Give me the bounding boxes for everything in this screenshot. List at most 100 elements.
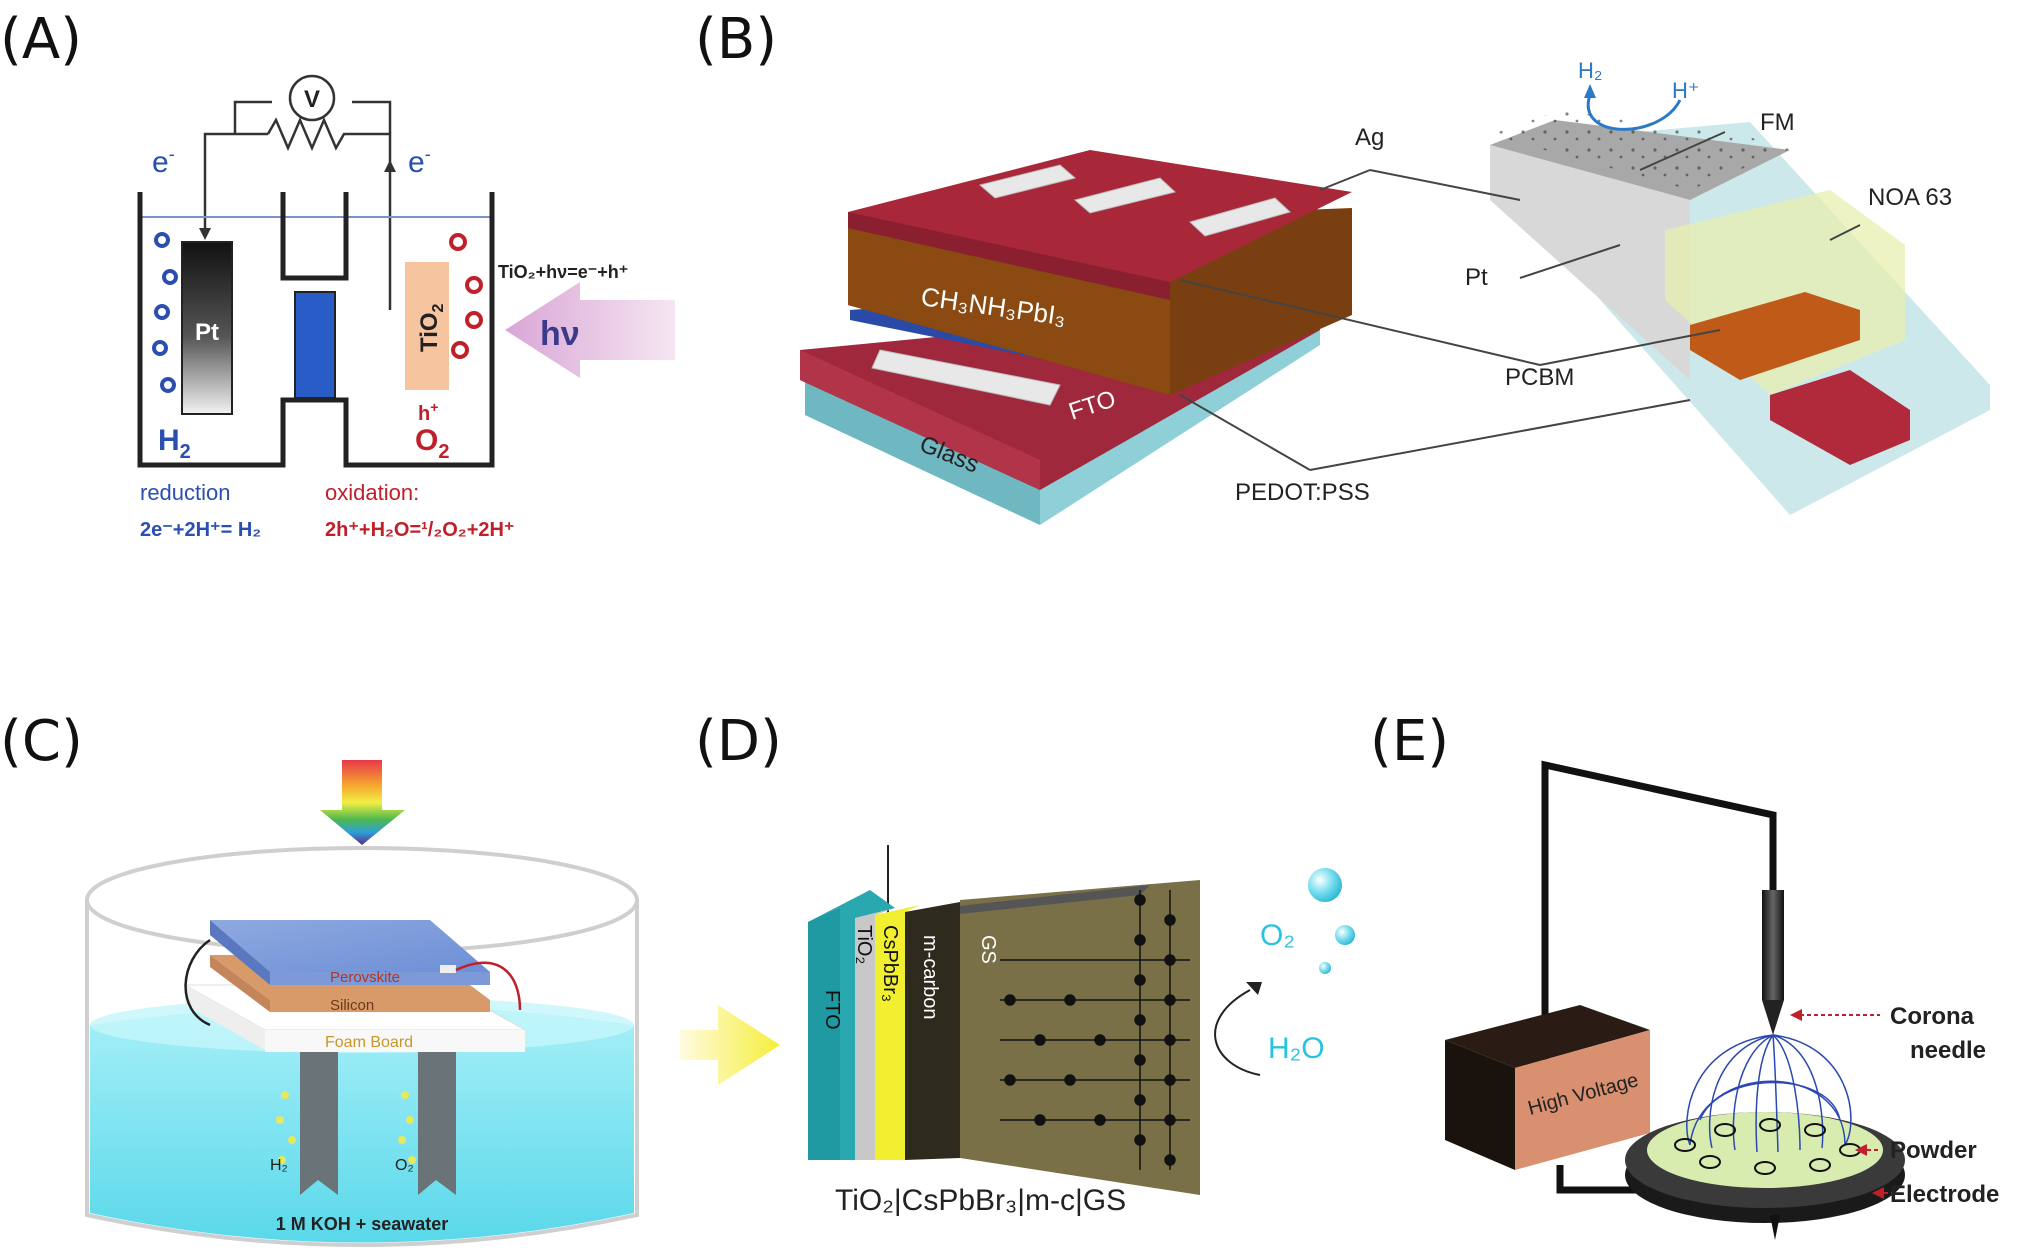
- panel-a-letter: (A): [0, 7, 82, 72]
- electrode-label: Electrode: [1890, 1181, 1999, 1208]
- fto-front: [800, 350, 1040, 490]
- panel-d: (D) FTO TiO₂ CsPbBr₃ m-carbon: [680, 709, 1355, 1217]
- perovskite-side: [210, 920, 270, 985]
- pcbm-top: [848, 150, 1352, 282]
- panel-c: (C) Foam Board Silicon Perovskite H₂ O₂ …: [0, 709, 639, 1247]
- m-carbon-label: m-carbon: [919, 935, 941, 1019]
- noa-label: NOA 63: [1868, 184, 1952, 211]
- panel-a: (A) V e- e- Pt TiO2 h+ TiO₂+hν=e⁻+h⁺ hν: [0, 7, 675, 541]
- gs-label: GS: [977, 935, 999, 964]
- hole-label: h+: [418, 399, 438, 425]
- anode-electrode: [418, 1052, 456, 1195]
- tio2-label: TiO₂: [853, 925, 875, 964]
- o2-label: O₂: [1260, 919, 1295, 952]
- light-label: hν: [540, 315, 580, 353]
- hv-box-side: [1445, 1040, 1515, 1170]
- membrane: [294, 291, 336, 399]
- pcbm-right: [1690, 292, 1860, 380]
- hv-wire-bottom: [1556, 1165, 1645, 1194]
- ag-strip-2: [1073, 177, 1177, 214]
- cathode-electrode: [300, 1052, 338, 1195]
- fm-label: FM: [1760, 109, 1795, 136]
- foam-board-label: Foam Board: [325, 1034, 413, 1051]
- pedot-label: PEDOT:PSS: [1235, 479, 1370, 506]
- foam-board-front: [265, 1030, 525, 1052]
- gas-bubbles: [276, 1091, 416, 1164]
- panel-d-letter: (D): [695, 709, 782, 774]
- corona-label-1: Corona: [1890, 1003, 1975, 1030]
- silicon-front: [270, 1000, 490, 1012]
- tio2-reaction-equation: TiO₂+hν=e⁻+h⁺: [498, 262, 628, 282]
- tio2-electrode: [405, 262, 449, 390]
- perovskite-front: [848, 228, 1170, 395]
- o2-label: O₂: [395, 1157, 414, 1174]
- electron-right-label: e-: [408, 144, 431, 179]
- leader-lines: [1179, 131, 1861, 471]
- ag-strip-3: [1189, 197, 1291, 237]
- gs-top: [905, 885, 1150, 915]
- silicon-label: Silicon: [330, 997, 374, 1014]
- corona-needle: [1762, 890, 1784, 1000]
- voltmeter-icon: [288, 74, 336, 122]
- h2-arrow-icon: [1584, 84, 1596, 98]
- oxidation-title: oxidation:: [325, 480, 419, 505]
- sunlight-arrow-icon: [320, 760, 405, 845]
- electric-field-lines: [1686, 1034, 1852, 1153]
- foam-board-side: [185, 985, 265, 1050]
- h2o-label: H₂O: [1268, 1032, 1325, 1065]
- electrolyte: [90, 1005, 634, 1243]
- pointer-powder-icon: [1855, 1144, 1867, 1156]
- wire-black: [184, 938, 211, 1027]
- circuit-wire-left: [203, 132, 268, 235]
- ag-label: Ag: [1355, 124, 1384, 151]
- contact-pad: [440, 965, 456, 973]
- perovskite-label: Perovskite: [330, 969, 400, 986]
- panel-b-letter: (B): [695, 7, 777, 72]
- electron-left-label: e-: [152, 144, 175, 179]
- ag-contact-bottom: [871, 349, 1061, 406]
- pt-side: [1490, 145, 1690, 380]
- arrow-down-icon: [199, 228, 211, 240]
- arrow-up-icon: [384, 160, 396, 172]
- h2-label: H₂: [270, 1157, 288, 1174]
- voltmeter-label: V: [304, 86, 320, 113]
- circuit-wire-right: [352, 132, 392, 310]
- cell-divider-top: [280, 192, 349, 281]
- beaker-wall: [85, 900, 639, 1247]
- charged-particles: [1674, 1118, 1861, 1175]
- pointer-electrode-icon: [1872, 1187, 1884, 1199]
- m-carbon-layer: [905, 902, 960, 1160]
- pcbm-front: [848, 212, 1170, 300]
- h2-bubbles: [152, 232, 178, 393]
- pt-electrode: [181, 241, 233, 415]
- electrolyte-label: 1 M KOH + seawater: [276, 1214, 449, 1234]
- o2-label: O2: [415, 424, 449, 463]
- panel-c-letter: (C): [0, 709, 83, 774]
- cspbbr3-label: CsPbBr₃: [879, 925, 901, 1002]
- reduction-equation: 2e⁻+2H⁺= H₂: [140, 519, 261, 541]
- cspbbr3-layer: [875, 905, 920, 1160]
- pointer-corona-icon: [1790, 1009, 1802, 1021]
- h2-label: H2: [158, 424, 191, 463]
- circuit-wire-top-right: [352, 100, 392, 134]
- o2-bubbles: [449, 233, 483, 359]
- bubble-medium-icon: [1335, 925, 1355, 945]
- pt-label: Pt: [1465, 264, 1488, 291]
- silicon-side: [210, 955, 270, 1012]
- graphene-lattice: [1000, 890, 1190, 1170]
- resistor-icon: [266, 116, 352, 152]
- fto-front: [808, 908, 840, 1160]
- bubble-large-icon: [1308, 868, 1342, 902]
- light-arrow-icon: [505, 282, 675, 378]
- perovskite-top: [210, 920, 490, 972]
- pt-electrode-label: Pt: [195, 319, 219, 346]
- cell-outline: [137, 192, 495, 468]
- reaction-arrow: [1214, 989, 1261, 1076]
- fto-right: [1770, 370, 1910, 465]
- wire-red: [455, 961, 522, 1011]
- powder-label: Powder: [1890, 1137, 1977, 1164]
- tio2-layer: [855, 908, 895, 1160]
- hv-wire-top: [1541, 760, 1777, 1060]
- h2-gas-label: H₂: [1578, 58, 1602, 83]
